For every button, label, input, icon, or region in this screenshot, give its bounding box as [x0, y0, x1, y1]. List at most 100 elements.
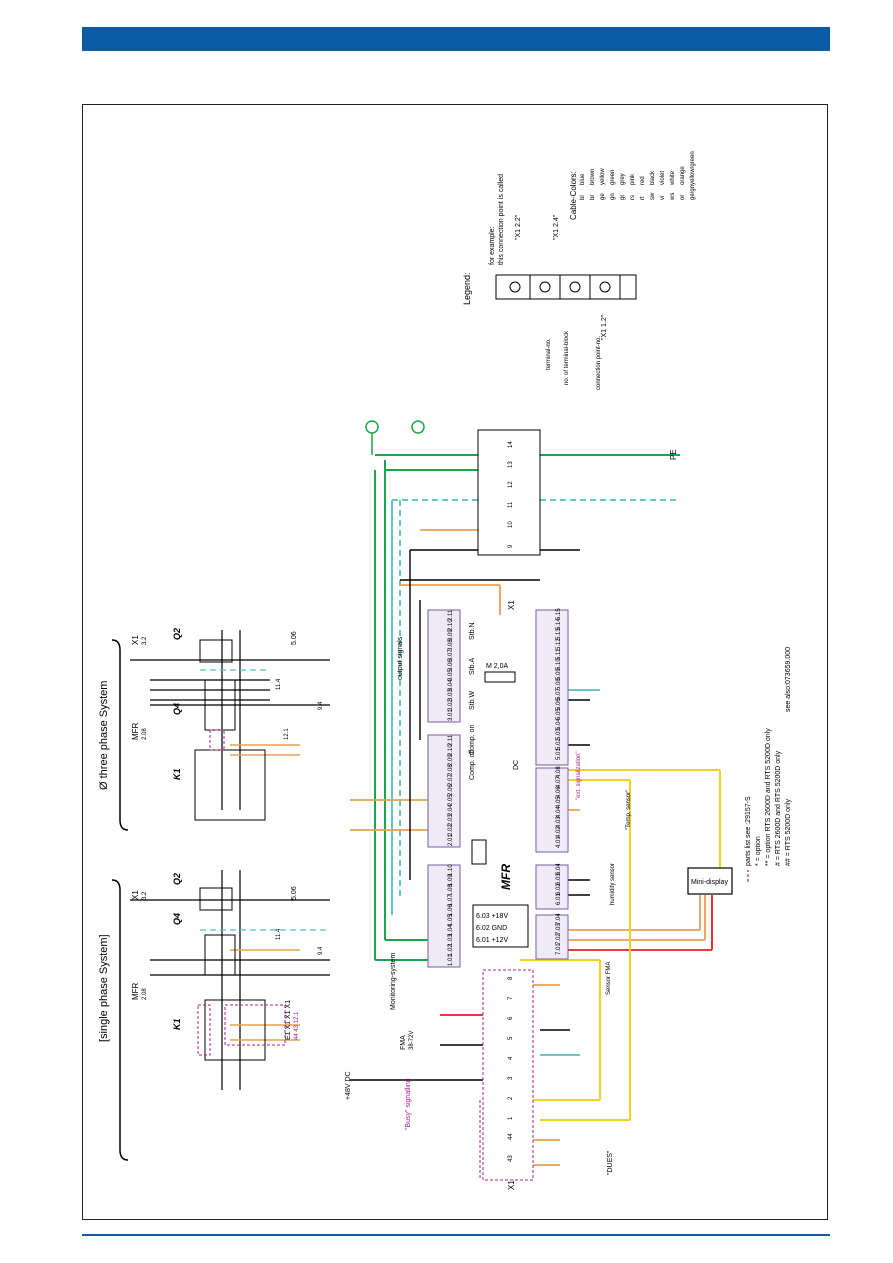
terminal-low-4: 1.06 — [448, 904, 454, 916]
note-parts-list: parts list see :29157-S — [745, 796, 752, 866]
x1-top-4: 13 — [508, 461, 514, 468]
cable-color-1: br — [590, 195, 596, 200]
terminal-mid-9: 2.02 — [448, 824, 454, 836]
x1-top-0: 9 — [508, 544, 514, 548]
terminals-top-strip: 2.11 2.10 3.09 3.08 3.07 3.06 3.05 3.04 … — [397, 609, 476, 723]
terminal-top-9: 3.02 — [448, 699, 454, 711]
x1-bottom-4: 3 — [508, 1076, 514, 1080]
terminal-rh-0: 6.04 — [556, 863, 562, 875]
terminal-rm-5: 4.03 — [556, 816, 562, 828]
ext-signalization-label: "ext. signalization" — [576, 751, 582, 800]
fma-volt-label: 38-72V — [409, 1031, 415, 1050]
terminal-low-8: 1.02 — [448, 944, 454, 956]
legend-terminal-no: terminal-no. — [546, 338, 552, 370]
q4-label-3ph: Q4 — [172, 703, 182, 715]
x1-top-5: 14 — [508, 441, 514, 448]
mfr-block-label: MFR — [499, 864, 513, 890]
terminal-mid-5: 2.06 — [448, 784, 454, 796]
mfr-label-3ph: MFR — [131, 722, 140, 740]
terminal-low-1: 1.09 — [448, 874, 454, 886]
terminal-mid-10: 2.01 — [448, 834, 454, 846]
fma-label: FMA — [400, 1035, 407, 1050]
x1-top-2: 11 — [508, 501, 514, 508]
terminal-rd-3: 7.01 — [556, 943, 562, 955]
terminal-top-0: 2.11 — [448, 609, 454, 621]
k1-label: K1 — [172, 1018, 182, 1030]
x1-121-3ph: 12.1 — [284, 728, 290, 740]
terminal-r-6: 5.09 — [556, 668, 562, 680]
terminal-r-0: 5.15 — [556, 608, 562, 620]
header-bar — [82, 27, 830, 51]
comp-on-label: Comp. on — [469, 725, 476, 755]
cable-color-3: gn — [610, 193, 616, 200]
drawing-frame — [82, 104, 828, 1220]
legend: Legend: for example: this connection poi… — [462, 151, 696, 390]
terminal-top-5: 3.06 — [448, 659, 454, 671]
terminal-low-5: 1.05 — [448, 914, 454, 926]
terminal-r-3: 5.12 — [556, 638, 562, 650]
supply-pins: 6.03 +18V 6.02 GND 6.01 +12V — [472, 904, 529, 948]
terminal-mid-0: 2.11 — [448, 734, 454, 746]
cable-color-7-name: black — [650, 170, 656, 185]
x1-bottom-3: 2 — [508, 1096, 514, 1100]
k1-label-3ph: K1 — [172, 768, 182, 780]
terminal-r-14: 5.01 — [556, 748, 562, 760]
x1-e1-single: E1 X1 X1 X1 — [285, 1000, 292, 1040]
comp-off-label: Comp. off — [469, 750, 476, 780]
terminal-mid-2: 2.09 — [448, 754, 454, 766]
fuse-m20a: M 2,0A — [484, 663, 516, 683]
terminals-mid-strip: 2.11 2.10 2.09 2.08 2.07 2.06 2.05 2.04 … — [427, 725, 476, 848]
terminal-low-9: 1.01 — [448, 954, 454, 966]
terminal-r-4: 5.11 — [556, 648, 562, 660]
legend-example-1: for example: — [489, 226, 496, 265]
mfr-ref-3ph: 2.08 — [142, 728, 148, 740]
terminal-top-2: 3.09 — [448, 629, 454, 641]
stby-n-label: Stb.N — [469, 622, 476, 640]
wiring — [350, 454, 721, 1180]
terminal-mid-8: 2.03 — [448, 814, 454, 826]
terminal-rm-2: 4.06 — [556, 786, 562, 798]
cable-color-7: sw — [650, 192, 656, 200]
note-star: * = option — [755, 836, 762, 866]
cable-color-8-name: violet — [660, 171, 666, 185]
terminals-right-mid: 4.08 4.07 4.06 4.05 4.04 4.03 4.02 4.01 — [535, 766, 569, 853]
cable-color-10: or — [680, 195, 686, 200]
terminal-r-5: 5.10 — [556, 658, 562, 670]
terminal-low-2: 1.08 — [448, 884, 454, 896]
terminal-rd-1: 7.03 — [556, 923, 562, 935]
x1-label-3ph: X1 — [131, 635, 140, 645]
note-see-also: see also:073659.000 — [785, 647, 792, 712]
x1-top-3: 12 — [508, 481, 514, 488]
terminal-mid-6: 2.05 — [448, 794, 454, 806]
terminals-low-strip: 1.10 1.09 1.08 1.07 1.06 1.05 1.04 1.03 … — [427, 864, 461, 968]
footer-rule — [82, 1234, 830, 1236]
cable-color-list: bl blue br brown ge yellow gn green gr g… — [580, 151, 696, 201]
terminal-rm-4: 4.04 — [556, 806, 562, 818]
terminal-r-10: 5.05 — [556, 708, 562, 720]
terminal-rm-1: 4.07 — [556, 776, 562, 788]
fuse-icon — [471, 839, 487, 865]
x1-bottom-0: 43 — [508, 1155, 514, 1162]
terminal-top-6: 3.05 — [448, 669, 454, 681]
terminals-right-humidity: 6.04 6.03 6.02 6.01 humidity sensor — [535, 863, 616, 910]
mini-display: Mini-display — [687, 867, 733, 895]
terminal-top-7: 3.04 — [448, 679, 454, 691]
stby-w-label: Stb.W — [469, 691, 476, 710]
cable-color-6: rt — [640, 196, 646, 200]
terminal-r-1: 5.14 — [556, 618, 562, 630]
terminal-rm-7: 4.01 — [556, 836, 562, 848]
terminal-r-11: 5.04 — [556, 718, 562, 730]
cable-color-6-name: red — [640, 176, 646, 185]
three-phase-title: Ø three phase System — [98, 681, 110, 790]
x1-114-single: 11.4 — [276, 928, 282, 940]
supply-pin-2: 6.01 +12V — [476, 937, 508, 944]
single-phase-title: [single phase System] — [98, 934, 110, 1042]
cable-color-5: rs — [630, 195, 636, 200]
terminals-right-top: 5.15 5.14 5.13 5.12 5.11 5.10 5.09 5.08 … — [535, 608, 569, 766]
terminal-rm-6: 4.02 — [556, 826, 562, 838]
terminal-rd-2: 7.02 — [556, 933, 562, 945]
cable-color-8: vi — [660, 196, 666, 200]
q2-label: Q2 — [172, 873, 182, 885]
cable-colors-title: Cable-Colors: — [569, 171, 578, 220]
